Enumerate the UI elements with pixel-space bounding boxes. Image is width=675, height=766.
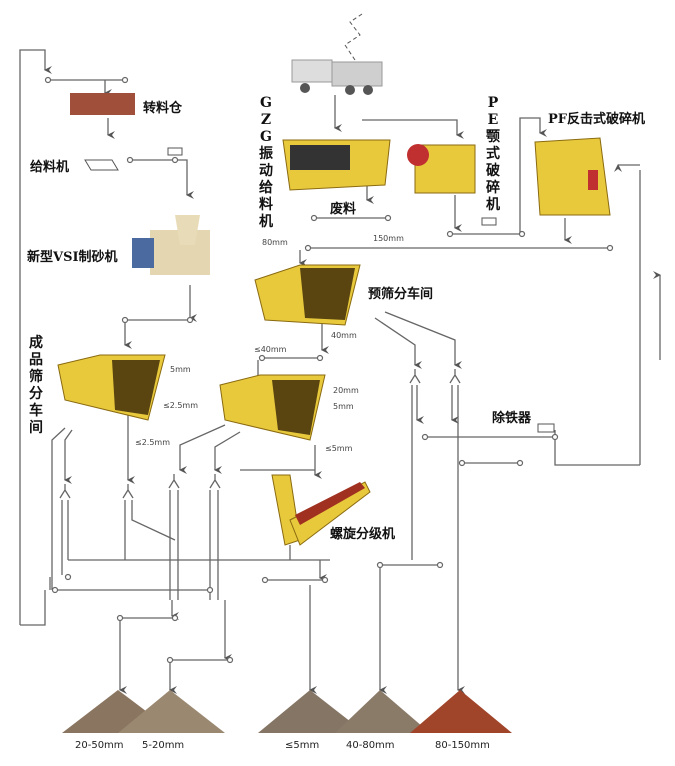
gzg-feeder-label: GZG振动给料机 xyxy=(259,95,273,230)
size-20: 20mm xyxy=(333,386,359,395)
size-5a: 5mm xyxy=(170,365,191,374)
pe-crusher-label: PE颚式破碎机 xyxy=(486,95,500,213)
iron-remover-label: 除铁器 xyxy=(492,411,532,426)
product-label: 5-20mm xyxy=(142,740,185,751)
pf-crusher-label: PF反击式破碎机 xyxy=(548,112,646,127)
truck-icon xyxy=(291,13,383,95)
splitter-icon xyxy=(209,474,221,489)
waste-label: 废料 xyxy=(330,202,357,217)
size-le40: ≤40mm xyxy=(254,345,287,354)
pile-40-80 xyxy=(335,690,430,733)
splitter-icon xyxy=(122,484,134,499)
product-piles xyxy=(62,690,512,733)
product-screen-image xyxy=(57,354,166,421)
product-screening-label: 成品筛分车间 xyxy=(29,335,43,436)
pe-jaw-crusher-image xyxy=(407,144,476,194)
size-40: 40mm xyxy=(331,331,357,340)
vsi-label: 新型VSI制砂机 xyxy=(27,250,118,265)
pile-le5 xyxy=(258,690,365,733)
size-80: 80mm xyxy=(262,238,288,247)
transfer-bin-image xyxy=(70,93,135,115)
pile-80-150 xyxy=(410,690,512,733)
size-150: 150mm xyxy=(373,234,404,243)
spiral-classifier-label: 螺旋分级机 xyxy=(330,527,396,542)
gzg-feeder-image xyxy=(282,139,391,191)
product-label: ≤5mm xyxy=(285,740,320,751)
transfer-bin-label: 转料仓 xyxy=(143,101,183,116)
size-le2.5b: ≤2.5mm xyxy=(135,438,171,447)
size-le2.5a: ≤2.5mm xyxy=(163,401,199,410)
pile-5-20 xyxy=(118,690,225,733)
feeder-label: 给料机 xyxy=(30,160,70,175)
splitter-icon xyxy=(409,369,421,384)
pre-screen-image xyxy=(254,264,361,326)
product-label: 80-150mm xyxy=(435,740,490,751)
splitter-icon xyxy=(449,369,461,384)
second-screen-image xyxy=(219,374,326,441)
size-5b: 5mm xyxy=(333,402,354,411)
vsi-sand-maker-image xyxy=(132,215,210,275)
splitter-icon xyxy=(168,474,180,489)
product-label: 40-80mm xyxy=(346,740,395,751)
product-label: 20-50mm xyxy=(75,740,124,751)
pf-impact-crusher-image xyxy=(534,137,611,216)
size-le5: ≤5mm xyxy=(325,444,353,453)
splitter-icon xyxy=(59,484,71,499)
pre-screening-label: 预筛分车间 xyxy=(368,287,434,302)
spiral-classifier-image xyxy=(271,474,371,546)
